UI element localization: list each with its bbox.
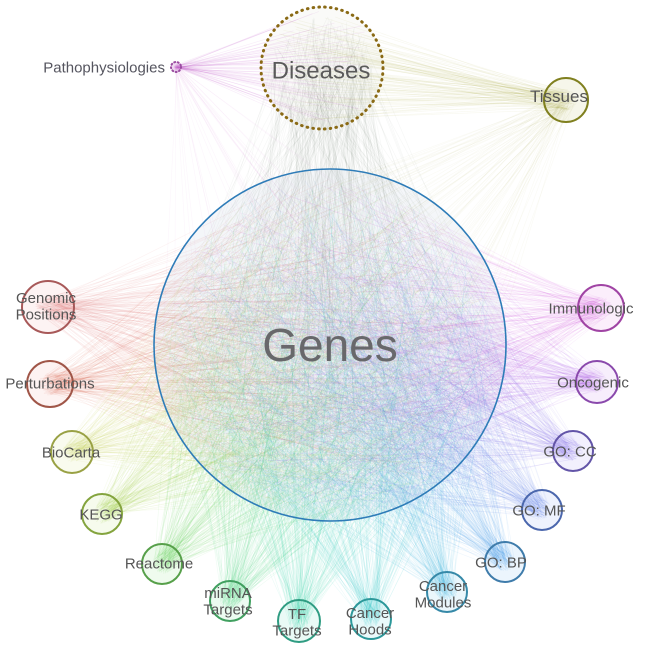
node-layer [21, 5, 625, 643]
background-layer [154, 7, 506, 521]
node-perturbations[interactable] [26, 360, 74, 408]
edge-bundle-biocarta-genes [61, 180, 495, 510]
node-cancer_modules[interactable] [426, 571, 468, 613]
edge-bundle-reactome-genes [152, 188, 491, 574]
edge-bundle-oncogenic-genes [167, 207, 608, 503]
node-genes[interactable] [153, 168, 507, 522]
node-go_bp[interactable] [484, 541, 526, 583]
node-mirna_targets[interactable] [209, 580, 251, 622]
node-go_bp-label: GO: BP [475, 554, 527, 571]
node-diseases[interactable] [259, 5, 385, 131]
node-immunologic[interactable] [577, 284, 625, 332]
node-diseases-fill [261, 7, 383, 129]
edge-bundle-go_cc-genes [182, 186, 583, 505]
edge-bundle-perturbations-genes [38, 181, 486, 505]
edge-bundle-tf_targets-genes [168, 189, 498, 632]
edge-bundle-tissues-diseases [265, 16, 577, 122]
node-oncogenic[interactable] [575, 360, 619, 404]
edge-bundle-go_bp-genes [166, 180, 516, 572]
node-kegg-label: KEGG [79, 506, 122, 523]
node-biocarta[interactable] [50, 430, 94, 474]
node-go_mf[interactable] [521, 489, 563, 531]
node-tissues-label: Tissues [530, 87, 588, 106]
edge-layer [35, 11, 613, 632]
node-biocarta-label: BioCarta [42, 444, 101, 461]
node-go_cc[interactable] [552, 430, 594, 472]
node-reactome-label: Reactome [125, 555, 193, 572]
node-go_mf-label: GO: MF [512, 502, 565, 519]
node-go_cc-label: GO: CC [543, 443, 597, 460]
edge-bundle-immunologic-genes [175, 182, 613, 502]
label-layer: Genes Diseases PathophysiologiesTissuesGen… [5, 57, 634, 639]
node-diseases-label: Diseases [272, 57, 371, 84]
edge-bundle-genomic_positions-genes [35, 179, 494, 503]
node-reactome[interactable] [141, 543, 183, 585]
node-tf_targets[interactable] [277, 599, 321, 643]
edge-bundle-diseases-genes [163, 16, 490, 509]
node-oncogenic-label: Oncogenic [557, 374, 629, 391]
node-genes-label: Genes [262, 319, 398, 371]
node-genes-fill [154, 169, 506, 521]
edge-bundle-pathophysiologies-genes [162, 64, 468, 501]
node-cancer_hoods[interactable] [350, 598, 392, 640]
node-pathophysiologies[interactable] [170, 61, 182, 73]
node-genomic_positions[interactable] [21, 280, 75, 334]
edge-bundle-cancer_hoods-genes [169, 187, 492, 628]
node-perturbations-label: Perturbations [5, 375, 94, 392]
edge-bundle-kegg-genes [92, 188, 494, 524]
node-immunologic-label: Immunologic [548, 300, 634, 317]
node-tissues[interactable] [543, 77, 589, 123]
node-kegg[interactable] [81, 493, 123, 535]
edge-bundle-go_mf-genes [170, 180, 552, 520]
node-pathophysiologies-label: Pathophysiologies [43, 59, 165, 76]
edge-bundle-tissues-genes [180, 91, 577, 494]
